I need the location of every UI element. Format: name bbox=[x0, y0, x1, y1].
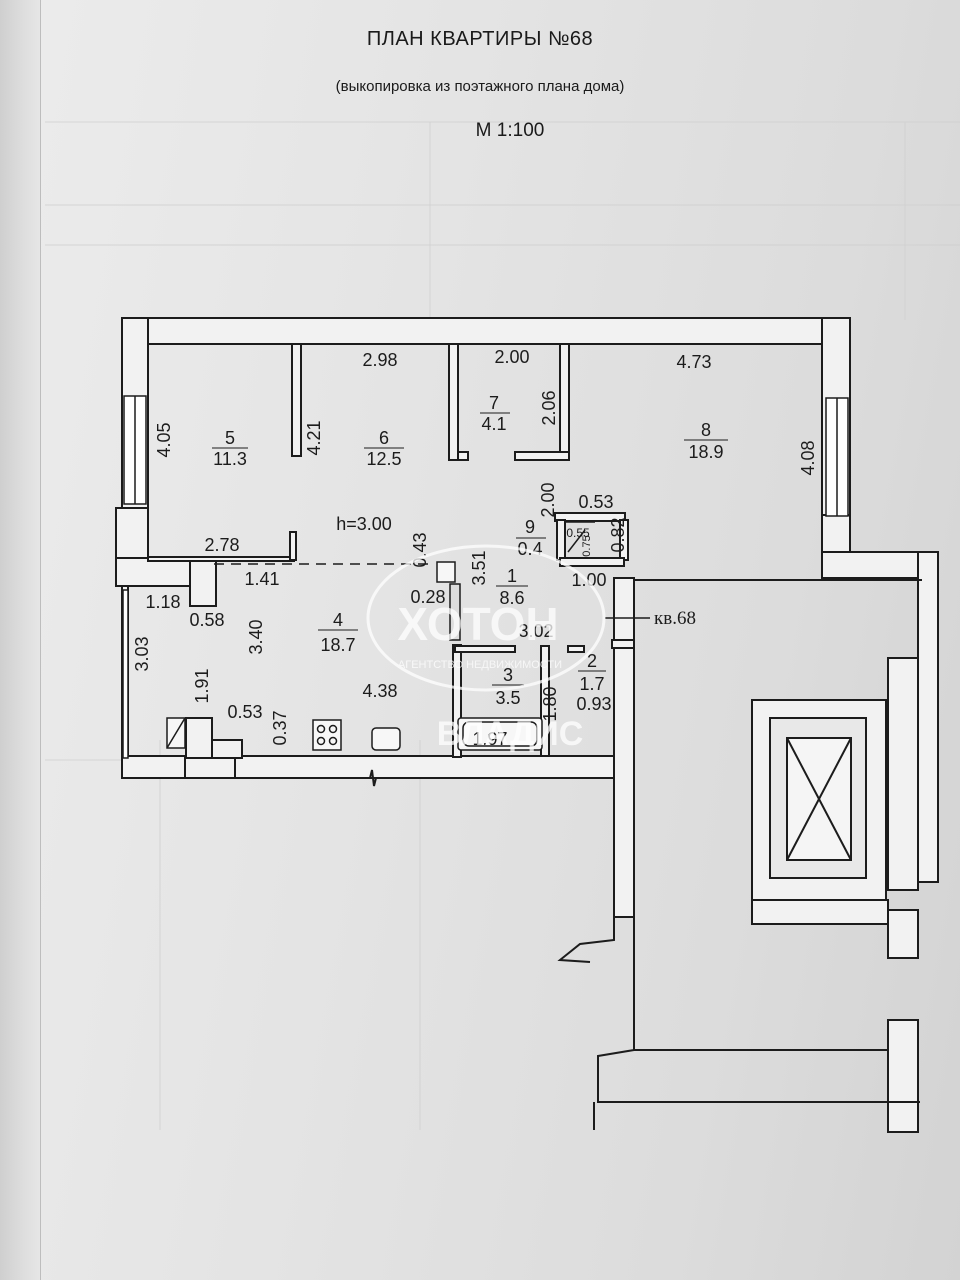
fixtures bbox=[166, 521, 595, 751]
svg-text:1.7: 1.7 bbox=[579, 674, 604, 694]
dim-3-51: 3.51 bbox=[469, 550, 489, 585]
svg-text:12.5: 12.5 bbox=[366, 449, 401, 469]
common-area-walls bbox=[236, 579, 922, 1132]
dim-2-06: 2.06 bbox=[539, 390, 559, 425]
watermark-tagline: АГЕНТСТВО НЕДВИЖИМОСТИ bbox=[398, 659, 562, 671]
room-labels: 5 11.3 6 12.5 7 4.1 8 18.9 9 0.4 1 8.6 bbox=[212, 393, 728, 708]
ventilation-shaft bbox=[436, 561, 456, 583]
dim-0-55: 0.55 bbox=[566, 526, 590, 540]
dim-0-28: 0.28 bbox=[410, 587, 445, 607]
svg-text:5: 5 bbox=[225, 428, 235, 448]
dim-0-37: 0.37 bbox=[270, 710, 290, 745]
dim-2-98: 2.98 bbox=[362, 350, 397, 370]
svg-text:18.9: 18.9 bbox=[688, 442, 723, 462]
dim-0-53-bottom: 0.53 bbox=[227, 702, 262, 722]
dim-1-80: 1.80 bbox=[540, 686, 560, 721]
watermark-partner: ВЛАДИС bbox=[437, 715, 584, 753]
dim-3-40: 3.40 bbox=[246, 619, 266, 654]
dim-1-97: 1.97 bbox=[472, 729, 507, 749]
dim-3-03: 3.03 bbox=[132, 636, 152, 671]
elevator-core bbox=[751, 699, 889, 925]
svg-text:3: 3 bbox=[503, 665, 513, 685]
svg-text:2: 2 bbox=[587, 651, 597, 671]
dim-1-41: 1.41 bbox=[244, 569, 279, 589]
room-6: 6 12.5 bbox=[364, 428, 404, 469]
dim-1-91: 1.91 bbox=[192, 668, 212, 703]
dim-0-75: 0.75 bbox=[581, 535, 593, 556]
room-5: 5 11.3 bbox=[212, 428, 248, 469]
windows bbox=[122, 395, 849, 759]
hatched-duct bbox=[449, 583, 461, 641]
room-3: 3 3.5 bbox=[492, 665, 524, 708]
ceiling-height: h=3.00 bbox=[336, 514, 392, 534]
svg-text:1: 1 bbox=[507, 566, 517, 586]
binding-edge bbox=[0, 0, 41, 1280]
svg-text:4: 4 bbox=[333, 610, 343, 630]
dim-4-21: 4.21 bbox=[304, 420, 324, 455]
room-1: 1 8.6 bbox=[496, 566, 528, 608]
watermark-brand: ХОТОН bbox=[397, 598, 558, 650]
svg-text:4.1: 4.1 bbox=[481, 414, 506, 434]
svg-text:8.6: 8.6 bbox=[499, 588, 524, 608]
plan-subtitle: (выкопировка из поэтажного плана дома) bbox=[335, 78, 625, 95]
svg-text:3.5: 3.5 bbox=[495, 688, 520, 708]
sink bbox=[371, 727, 401, 751]
dim-2-78: 2.78 bbox=[204, 535, 239, 555]
plan-scale: М 1:100 bbox=[475, 120, 545, 141]
stove bbox=[312, 719, 342, 751]
svg-text:11.3: 11.3 bbox=[213, 449, 247, 469]
dim-4-08: 4.08 bbox=[798, 440, 818, 475]
dim-4-38: 4.38 bbox=[362, 681, 397, 701]
dim-0-93: 0.93 bbox=[576, 694, 611, 714]
svg-text:18.7: 18.7 bbox=[320, 635, 355, 655]
room-4: 4 18.7 bbox=[318, 610, 358, 655]
apartment-label: кв.68 bbox=[654, 608, 696, 629]
dim-0-58: 0.58 bbox=[189, 610, 224, 630]
room-2: 2 1.7 bbox=[578, 651, 606, 694]
svg-text:6: 6 bbox=[379, 428, 389, 448]
agency-watermark: ХОТОН АГЕНТСТВО НЕДВИЖИМОСТИ ВЛАДИС bbox=[366, 544, 606, 753]
room-8: 8 18.9 bbox=[684, 420, 728, 462]
dim-0-53-top: 0.53 bbox=[578, 492, 613, 512]
plan-title: ПЛАН КВАРТИРЫ №68 bbox=[366, 28, 594, 50]
dim-0-82: 0.82 bbox=[608, 517, 628, 552]
dim-1-18: 1.18 bbox=[145, 592, 180, 612]
svg-text:7: 7 bbox=[489, 393, 499, 413]
dim-2-00-top: 2.00 bbox=[494, 347, 529, 367]
dim-3-02: 3.02 bbox=[518, 621, 553, 641]
dim-2-00-mid: 2.00 bbox=[538, 482, 558, 517]
svg-text:9: 9 bbox=[525, 517, 535, 537]
dim-4-73: 4.73 bbox=[676, 352, 711, 372]
dim-4-05: 4.05 bbox=[154, 422, 174, 457]
room-7: 7 4.1 bbox=[480, 393, 510, 434]
svg-text:8: 8 bbox=[701, 420, 711, 440]
